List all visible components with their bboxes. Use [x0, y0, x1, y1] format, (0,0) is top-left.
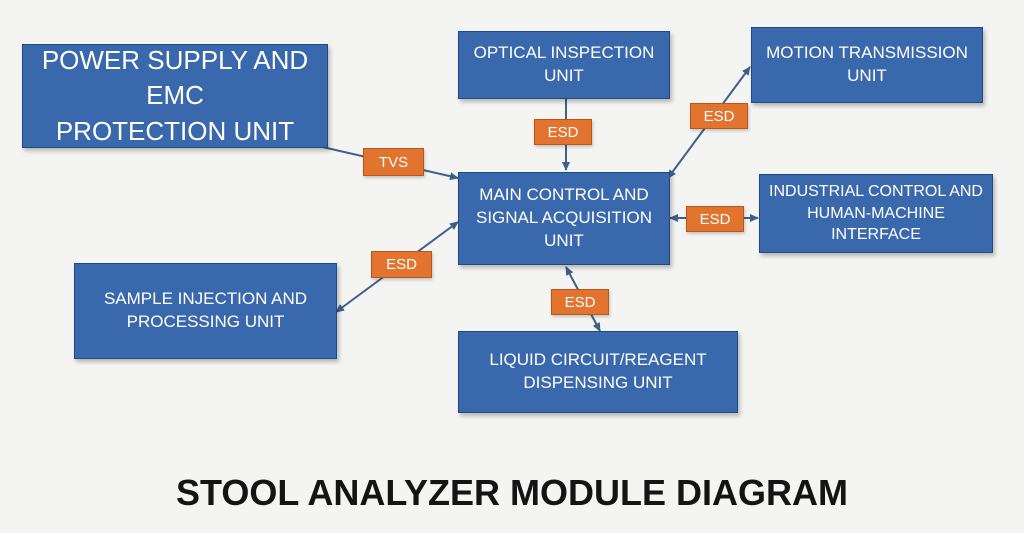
- sample-injection-processing-unit: SAMPLE INJECTION AND PROCESSING UNIT: [74, 263, 337, 359]
- liquid-unit-line1: LIQUID CIRCUIT/REAGENT: [489, 350, 707, 370]
- esd-badge-industrial-label: ESD: [699, 210, 731, 228]
- power-supply-emc-unit: POWER SUPPLY AND EMC PROTECTION UNIT: [22, 44, 328, 148]
- diagram-title: STOOL ANALYZER MODULE DIAGRAM: [175, 472, 849, 513]
- motion-unit-label: MOTION TRANSMISSION UNIT: [766, 43, 968, 85]
- esd-badge-sample-label: ESD: [386, 256, 417, 273]
- main-control-signal-acquisition-unit: MAIN CONTROL AND SIGNAL ACQUISITION UNIT: [458, 172, 670, 265]
- industrial-unit-line2: HUMAN-MACHINE INTERFACE: [807, 204, 945, 244]
- esd-badge-industrial: ESD: [686, 206, 744, 232]
- esd-badge-motion-label: ESD: [703, 107, 735, 125]
- industrial-unit-line1: INDUSTRIAL CONTROL AND: [769, 183, 983, 201]
- optical-inspection-unit: OPTICAL INSPECTION UNIT: [458, 31, 670, 99]
- motion-transmission-unit: MOTION TRANSMISSION UNIT: [751, 27, 983, 103]
- sample-unit-line2: PROCESSING UNIT: [126, 312, 285, 331]
- power-unit-line1: POWER SUPPLY AND EMC: [41, 45, 309, 111]
- esd-badge-liquid: ESD: [551, 289, 609, 315]
- main-unit-line1: MAIN CONTROL AND: [479, 185, 649, 205]
- liquid-circuit-reagent-dispensing-unit: LIQUID CIRCUIT/REAGENT DISPENSING UNIT: [458, 331, 738, 413]
- esd-badge-optical-label: ESD: [547, 123, 579, 141]
- sample-unit-line1: SAMPLE INJECTION AND: [103, 289, 308, 309]
- power-unit-line2: PROTECTION UNIT: [55, 115, 295, 146]
- industrial-control-hmi-unit: INDUSTRIAL CONTROL AND HUMAN-MACHINE INT…: [759, 174, 993, 253]
- esd-badge-optical: ESD: [534, 119, 592, 145]
- liquid-unit-line2: DISPENSING UNIT: [523, 373, 673, 392]
- esd-badge-liquid-label: ESD: [564, 293, 596, 311]
- tvs-badge-label: TVS: [378, 153, 409, 171]
- main-unit-line2: SIGNAL ACQUISITION UNIT: [475, 208, 653, 250]
- optical-unit-label: OPTICAL INSPECTION UNIT: [473, 43, 655, 85]
- tvs-badge: TVS: [363, 148, 424, 176]
- esd-badge-sample: ESD: [371, 251, 432, 278]
- esd-badge-motion: ESD: [690, 103, 748, 129]
